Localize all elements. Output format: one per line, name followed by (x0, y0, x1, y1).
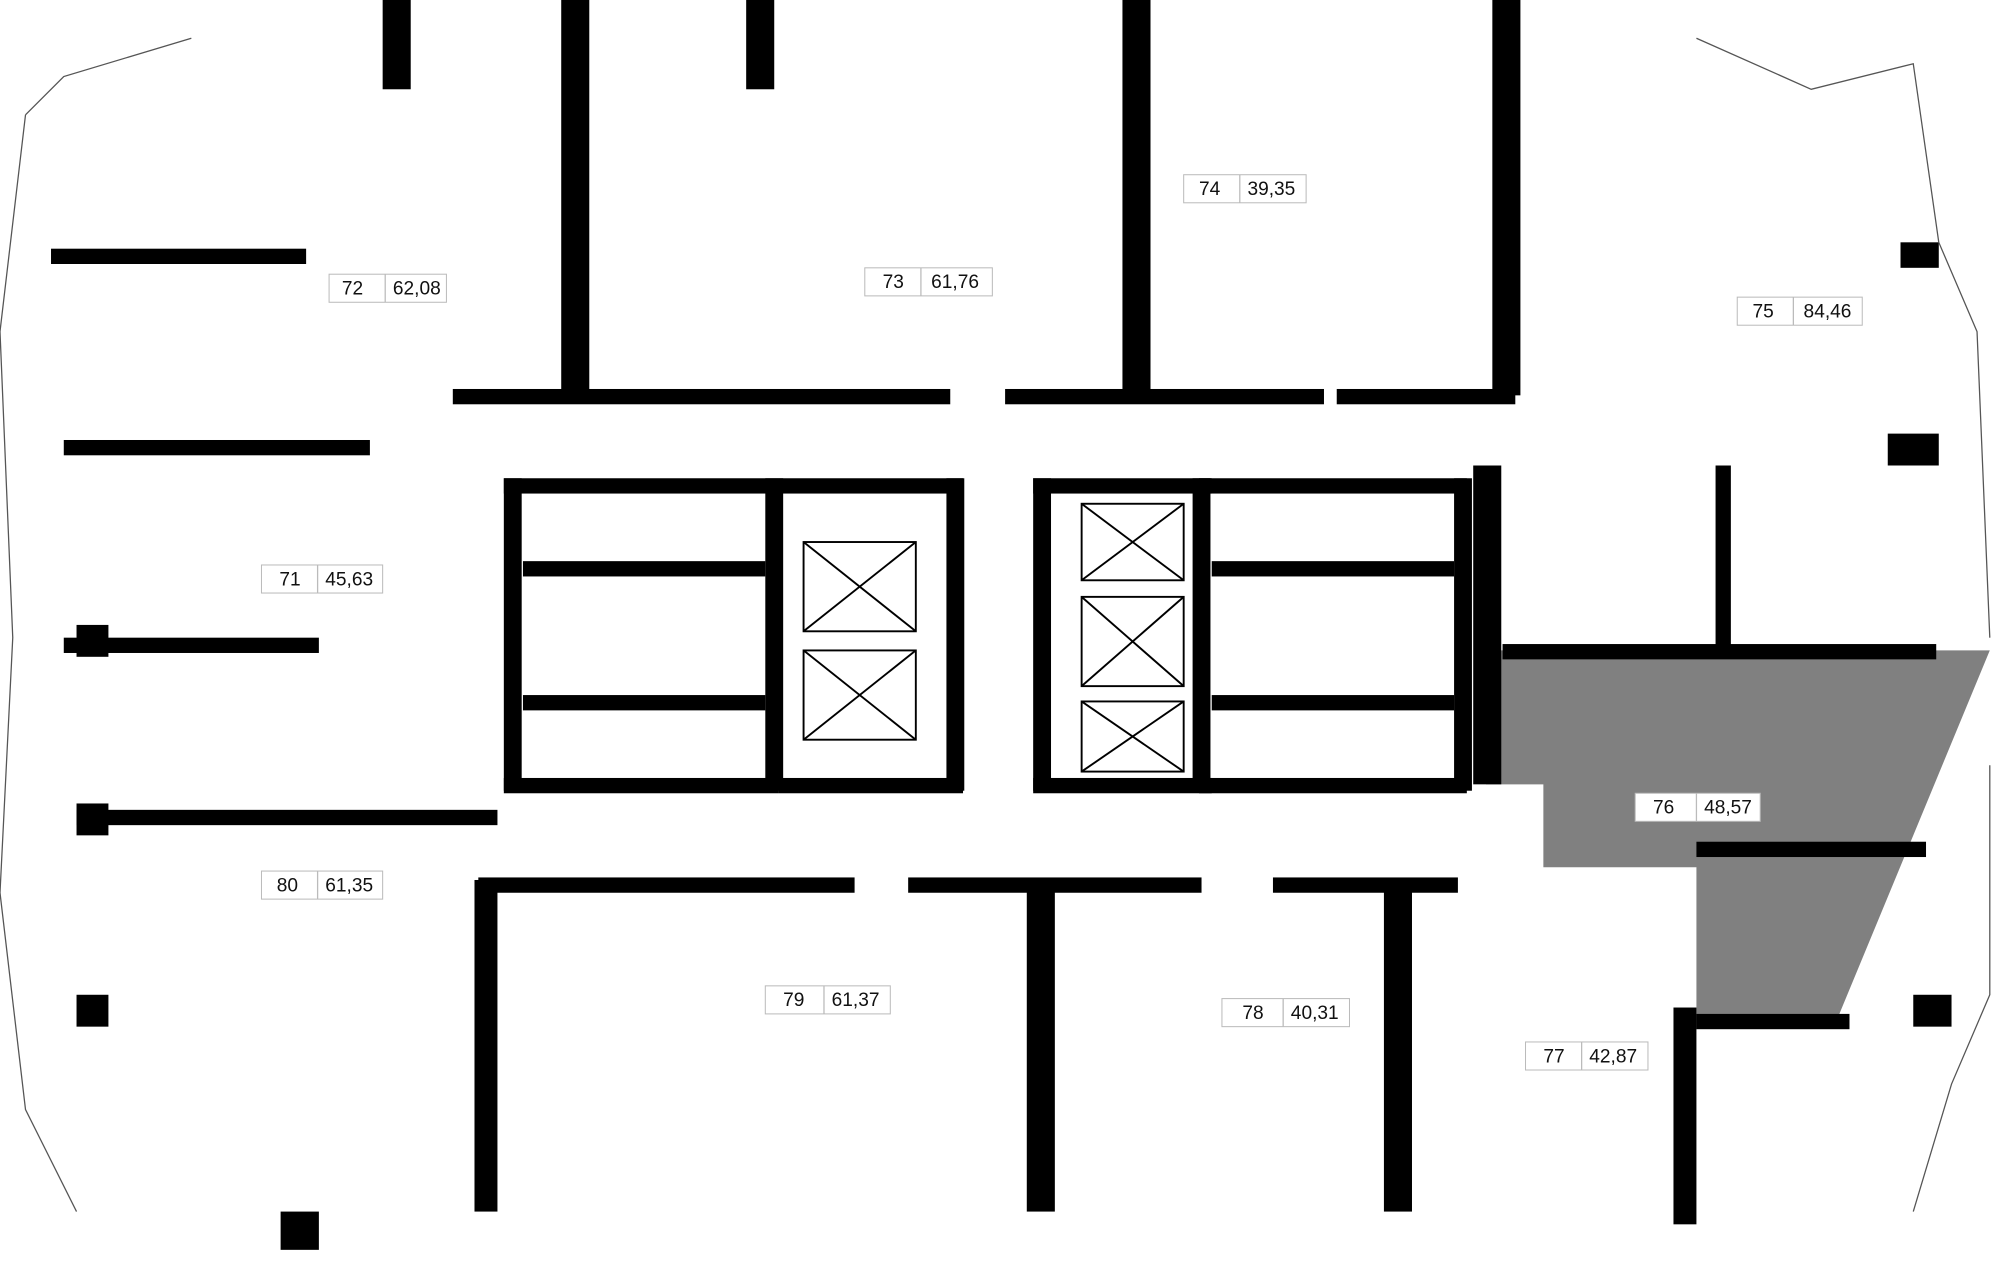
apartment-area: 45,63 (325, 569, 373, 590)
apartment-label-77[interactable]: 77 42,87 (1524, 1041, 1649, 1071)
apartment-area: 84,46 (1804, 302, 1852, 323)
apartment-label-79[interactable]: 79 61,37 (764, 985, 891, 1015)
apartment-label-72[interactable]: 72 62,08 (328, 273, 447, 303)
apartment-area: 61,37 (832, 990, 880, 1011)
apartment-label-74[interactable]: 74 39,35 (1183, 174, 1307, 204)
apartment-76-highlight[interactable] (1485, 650, 1990, 1021)
apartment-number: 71 (279, 569, 300, 590)
apartment-area: 61,76 (931, 272, 979, 293)
apartment-label-75[interactable]: 75 84,46 (1736, 296, 1863, 326)
apartment-label-73[interactable]: 73 61,76 (864, 267, 993, 297)
apartment-number: 76 (1653, 798, 1674, 819)
apartment-number: 75 (1753, 302, 1774, 323)
apartment-number: 79 (783, 990, 804, 1011)
apartment-number: 78 (1242, 1003, 1263, 1024)
apartment-area: 42,87 (1589, 1046, 1637, 1067)
apartment-number: 80 (277, 875, 298, 896)
apartment-number: 74 (1199, 179, 1221, 200)
apartment-label-71[interactable]: 71 45,63 (260, 564, 384, 594)
apartment-number: 77 (1543, 1046, 1564, 1067)
apartment-label-76[interactable]: 76 48,57 (1634, 792, 1761, 822)
apartment-area: 40,31 (1291, 1003, 1339, 1024)
apartment-area: 61,35 (325, 875, 373, 896)
walls (51, 0, 1952, 1250)
apartment-area: 48,57 (1704, 798, 1752, 819)
apartment-label-80[interactable]: 80 61,35 (260, 870, 384, 900)
apartment-area: 62,08 (393, 279, 441, 300)
elevators (802, 502, 1185, 773)
apartment-number: 73 (883, 272, 904, 293)
apartment-number: 72 (342, 279, 363, 300)
facade (0, 37, 1991, 1212)
apartment-area: 39,35 (1247, 179, 1295, 200)
apartment-label-78[interactable]: 78 40,31 (1221, 998, 1350, 1028)
